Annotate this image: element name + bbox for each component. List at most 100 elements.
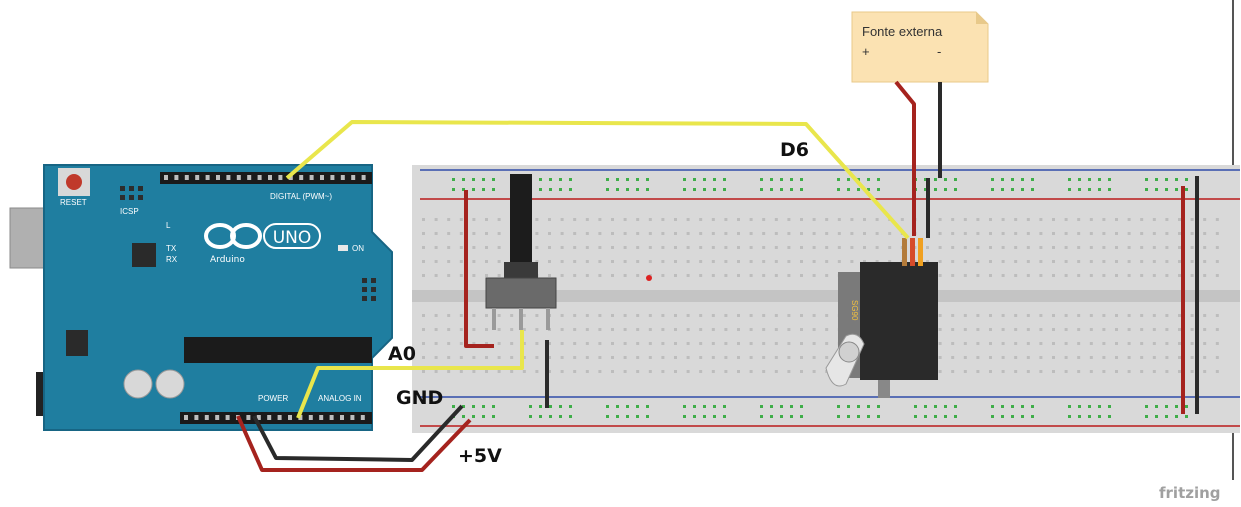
breadboard-hole: [1001, 314, 1005, 317]
breadboard-hole: [1001, 356, 1005, 359]
breadboard-hole: [1064, 246, 1068, 249]
breadboard-hole: [1115, 218, 1118, 221]
breadboard-hole: [661, 328, 665, 331]
breadboard-hole: [573, 314, 577, 317]
rail-hole: [770, 405, 773, 408]
breadboard-hole: [1089, 356, 1093, 359]
breadboard-hole: [1001, 328, 1005, 331]
breadboard-hole: [1115, 370, 1118, 373]
breadboard-hole: [535, 328, 539, 331]
rail-hole: [452, 405, 455, 408]
breadboard-hole: [648, 260, 652, 263]
rail-holes: [452, 178, 1188, 418]
breadboard-hole: [485, 232, 488, 235]
rail-hole: [934, 415, 937, 418]
rail-hole: [1098, 415, 1101, 418]
breadboard-hole: [888, 232, 892, 235]
rail-hole: [934, 178, 937, 181]
breadboard-hole: [1203, 342, 1207, 345]
rail-hole: [790, 188, 793, 191]
rail-hole: [646, 405, 649, 408]
breadboard-hole: [749, 342, 753, 345]
header-pin: [205, 175, 210, 180]
breadboard-hole: [522, 342, 526, 345]
breadboard-hole: [585, 274, 589, 277]
breadboard-hole: [875, 246, 879, 249]
servo-body: [860, 262, 938, 380]
header-pin: [351, 175, 356, 180]
breadboard-hole: [422, 246, 425, 249]
note-fold: [976, 12, 988, 24]
rail-hole: [636, 415, 639, 418]
breadboard-hole: [686, 356, 690, 359]
breadboard-hole: [976, 328, 980, 331]
rail-hole: [857, 178, 860, 181]
breadboard-hole: [485, 260, 488, 263]
rail-hole: [1108, 405, 1111, 408]
breadboard-hole: [585, 232, 589, 235]
breadboard-hole: [787, 218, 791, 221]
breadboard-hole: [787, 356, 791, 359]
breadboard-hole: [850, 260, 854, 263]
breadboard-hole: [699, 370, 703, 373]
breadboard-hole: [1064, 232, 1068, 235]
breadboard-hole: [1115, 260, 1118, 263]
breadboard-hole: [686, 274, 690, 277]
breadboard-hole: [1152, 260, 1156, 263]
rail-hole: [877, 415, 880, 418]
breadboard-hole: [963, 218, 967, 221]
breadboard-hole: [1140, 342, 1144, 345]
breadboard-hole: [951, 260, 955, 263]
breadboard-hole: [812, 370, 816, 373]
rail-hole: [626, 405, 629, 408]
breadboard-hole: [1102, 274, 1106, 277]
breadboard-hole: [711, 328, 715, 331]
breadboard-hole: [573, 246, 577, 249]
breadboard-hole: [648, 370, 652, 373]
breadboard-hole: [1203, 370, 1207, 373]
breadboard-hole: [1190, 218, 1194, 221]
breadboard-hole: [774, 370, 778, 373]
rail-hole: [1145, 405, 1148, 408]
breadboard-hole: [1165, 342, 1169, 345]
breadboard-hole: [812, 232, 816, 235]
rail-hole: [1011, 405, 1014, 408]
rail-hole: [1031, 405, 1034, 408]
breadboard-hole: [1102, 342, 1106, 345]
breadboard-hole: [800, 342, 803, 345]
rail-hole: [646, 178, 649, 181]
rail-hole: [1185, 178, 1188, 181]
breadboard-hole: [774, 232, 778, 235]
rail-hole: [693, 188, 696, 191]
rail-hole: [1078, 178, 1081, 181]
breadboard-hole: [774, 328, 778, 331]
breadboard-hole: [459, 342, 463, 345]
breadboard-hole: [800, 232, 803, 235]
breadboard-hole: [863, 232, 866, 235]
breadboard-hole: [1152, 218, 1156, 221]
breadboard-hole: [598, 274, 602, 277]
rail-hole: [606, 188, 609, 191]
note-plus: +: [862, 44, 870, 59]
rail-hole: [800, 188, 803, 191]
breadboard-hole: [598, 328, 602, 331]
breadboard-hole: [762, 370, 766, 373]
breadboard-hole: [1140, 314, 1144, 317]
breadboard-hole: [812, 246, 816, 249]
breadboard-hole: [585, 246, 589, 249]
breadboard-hole: [711, 356, 715, 359]
breadboard-hole: [573, 260, 577, 263]
rail-hole: [1001, 178, 1004, 181]
rail-hole: [1001, 415, 1004, 418]
breadboard-hole: [1064, 274, 1068, 277]
breadboard-hole: [699, 260, 703, 263]
breadboard-hole: [812, 356, 816, 359]
breadboard-hole: [1026, 356, 1030, 359]
breadboard-hole: [1039, 260, 1043, 263]
breadboard-hole: [636, 328, 640, 331]
breadboard-hole: [1203, 328, 1207, 331]
breadboard-hole: [535, 314, 539, 317]
breadboard-hole: [1215, 356, 1219, 359]
breadboard-hole: [1190, 342, 1194, 345]
breadboard-hole: [737, 232, 740, 235]
